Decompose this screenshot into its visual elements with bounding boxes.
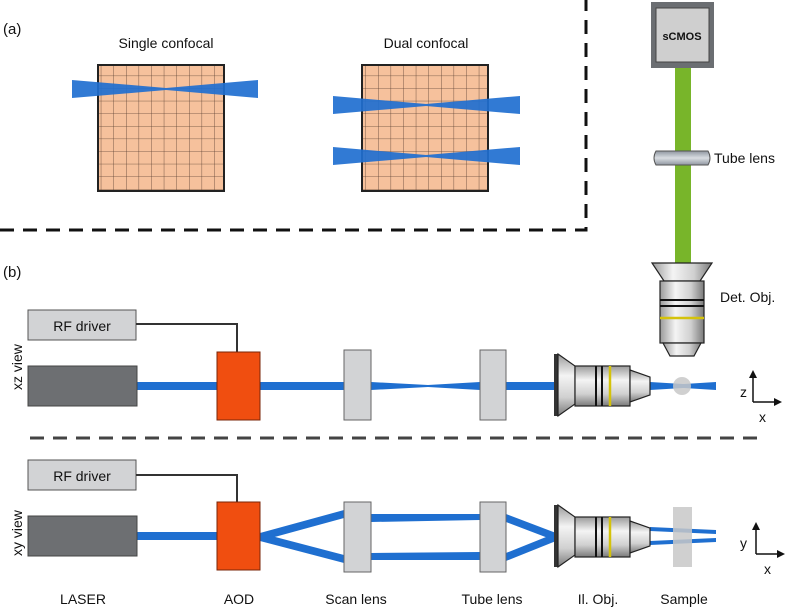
detection-tube-lens xyxy=(653,150,711,166)
panel-b-tag: (b) xyxy=(3,264,21,281)
tube-lens-xz xyxy=(479,349,507,421)
scan-lens-xy xyxy=(343,501,372,573)
single-confocal-title: Single confocal xyxy=(119,35,214,51)
xz-view-label: xz view xyxy=(9,343,25,390)
scan-lens-xz xyxy=(343,349,372,421)
sample-xy xyxy=(673,507,692,567)
panel-a-border xyxy=(0,0,588,232)
detection-beam xyxy=(675,68,691,266)
dual-light-sheet-top xyxy=(333,96,520,114)
aod-box-xz xyxy=(216,351,261,421)
panel-a-tag: (a) xyxy=(3,21,21,38)
tube-lens-xy xyxy=(479,501,507,573)
detection-tube-lens-label: Tube lens xyxy=(714,150,775,166)
tube-lens-label: Tube lens xyxy=(462,591,523,607)
rf-driver-label-xy: RF driver xyxy=(53,468,111,484)
axis-z-label: z xyxy=(740,384,747,400)
rf-cable-xy xyxy=(136,474,238,502)
illumination-objective-label: Il. Obj. xyxy=(578,591,618,607)
laser-box-xy xyxy=(27,515,138,557)
dual-light-sheet-bottom xyxy=(333,147,520,165)
detection-objective xyxy=(650,262,714,357)
dual-confocal-title: Dual confocal xyxy=(384,35,469,51)
axes-xz xyxy=(749,370,782,406)
aod-label: AOD xyxy=(224,591,254,607)
xy-view-label: xy view xyxy=(9,509,25,556)
detection-objective-label: Det. Obj. xyxy=(720,289,775,305)
axis-x-label-xy: x xyxy=(764,561,771,577)
sample-xz xyxy=(673,377,691,395)
aod-box-xy xyxy=(216,501,261,571)
axis-x-label-xz: x xyxy=(759,409,766,425)
rf-driver-label-xz: RF driver xyxy=(53,318,111,334)
axes-xy xyxy=(752,522,785,558)
laser-box-xz xyxy=(27,365,138,407)
rf-cable-xz xyxy=(136,323,238,352)
sample-label: Sample xyxy=(660,591,708,607)
scmos-label: sCMOS xyxy=(662,31,701,43)
single-light-sheet xyxy=(72,80,258,98)
laser-label: LASER xyxy=(60,591,106,607)
illumination-objective-xy xyxy=(554,503,651,569)
dual-tissue-grid xyxy=(361,64,489,192)
scan-lens-label: Scan lens xyxy=(325,591,386,607)
illumination-objective-xz xyxy=(554,352,651,418)
axis-y-label: y xyxy=(740,535,747,551)
